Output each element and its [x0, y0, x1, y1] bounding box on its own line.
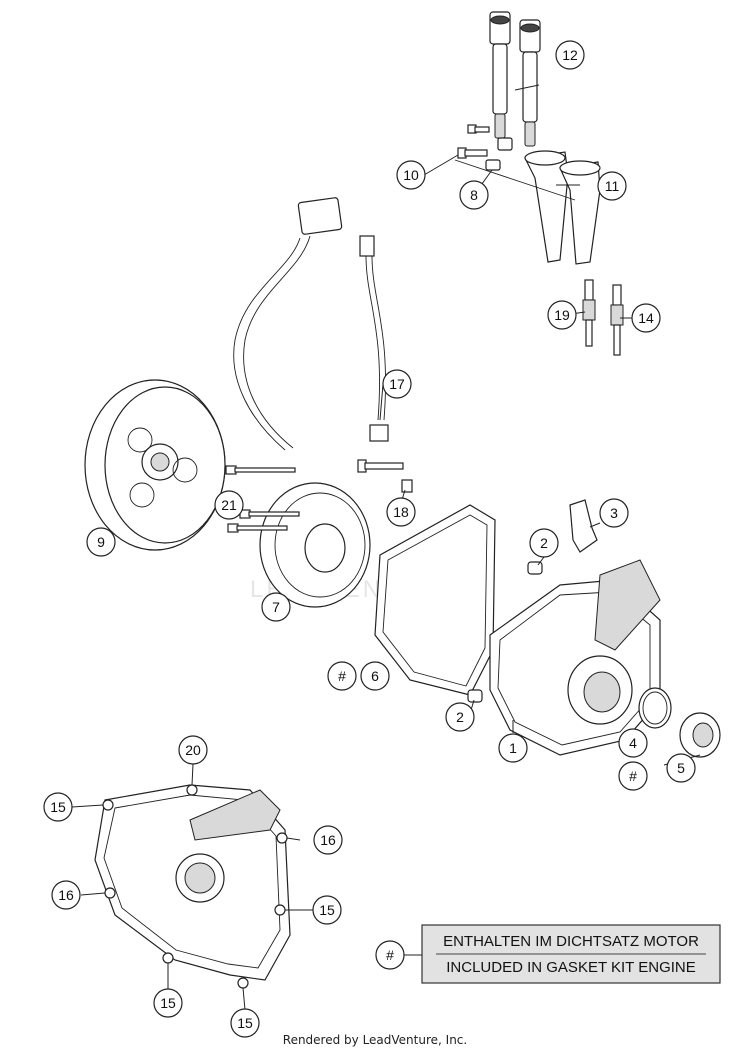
svg-text:19: 19: [554, 307, 570, 323]
render-credit: Rendered by LeadVenture, Inc.: [282, 1033, 468, 1047]
spark-plug-19-part: [582, 279, 596, 347]
gasket-kit-legend: # ENTHALTEN IM DICHTSATZ MOTOR INCLUDED …: [375, 924, 721, 984]
clip-3-part: [569, 499, 598, 553]
callout-16-left: 16: [51, 880, 81, 910]
bolt-10-part: [457, 124, 490, 159]
svg-text:5: 5: [677, 760, 685, 776]
callout-3: 3: [599, 498, 629, 528]
callout-18: 18: [386, 497, 416, 527]
gasket-part: [374, 504, 496, 696]
callout-16-upper-right: 16: [313, 825, 343, 855]
legend-line-english: INCLUDED IN GASKET KIT ENGINE: [446, 959, 696, 976]
stator-bolts-21-part: [225, 465, 300, 533]
svg-text:12: 12: [562, 47, 578, 63]
legend-symbol: #: [386, 947, 394, 963]
svg-text:15: 15: [319, 902, 335, 918]
callout-15-bottom-left: 15: [153, 988, 183, 1018]
callout-6: 6: [360, 661, 390, 691]
svg-text:16: 16: [58, 887, 74, 903]
callout-15-upper-left: 15: [43, 792, 73, 822]
spark-plug-connector-part: [454, 150, 601, 265]
svg-text:17: 17: [389, 376, 405, 392]
callout-15-right: 15: [312, 895, 342, 925]
callout-15-bottom-right: 15: [230, 1008, 260, 1038]
svg-text:16: 16: [320, 832, 336, 848]
svg-text:14: 14: [638, 310, 654, 326]
svg-text:8: 8: [470, 187, 478, 203]
flywheel-part: [84, 379, 226, 551]
callout-19: 19: [547, 300, 577, 330]
callout-4: 4: [618, 728, 648, 758]
svg-text:18: 18: [393, 504, 409, 520]
o-ring-part: [638, 687, 672, 729]
stator-part: [259, 482, 371, 608]
bolt-18-part: [357, 459, 413, 493]
svg-text:#: #: [629, 768, 637, 784]
svg-text:9: 9: [97, 534, 105, 550]
ignition-coil-part: [489, 11, 541, 147]
callout-20: 20: [178, 735, 208, 765]
dowel-pin-upper-part: [527, 561, 543, 575]
callout-10: 10: [396, 160, 426, 190]
svg-text:15: 15: [50, 799, 66, 815]
callout-17: 17: [382, 369, 412, 399]
callout-6-hash: #: [327, 661, 357, 691]
callout-1: 1: [498, 733, 528, 763]
svg-text:2: 2: [456, 709, 464, 725]
callout-2-lower: 2: [445, 702, 475, 732]
svg-text:3: 3: [610, 505, 618, 521]
spark-plug-14-part: [610, 284, 624, 356]
callout-21: 21: [214, 490, 244, 520]
svg-text:11: 11: [605, 178, 620, 194]
dowel-pin-lower-part: [467, 689, 483, 703]
clip-8-part: [485, 137, 513, 171]
svg-text:10: 10: [403, 167, 419, 183]
leader-lines: [71, 84, 701, 1011]
svg-text:#: #: [338, 668, 346, 684]
callout-5: 5: [666, 753, 696, 783]
svg-text:1: 1: [509, 740, 517, 756]
outer-ignition-cover-part: [94, 784, 291, 989]
stator-wiring-harness-part: [233, 197, 343, 451]
callout-11: 11: [597, 171, 627, 201]
plug-screw-part: [679, 712, 721, 758]
svg-text:4: 4: [629, 735, 637, 751]
legend-line-german: ENTHALTEN IM DICHTSATZ MOTOR: [443, 933, 699, 950]
svg-text:15: 15: [237, 1015, 253, 1031]
sensor-cable-17-part: [359, 235, 389, 442]
svg-text:21: 21: [221, 497, 237, 513]
callout-14: 14: [631, 303, 661, 333]
callout-9: 9: [86, 527, 116, 557]
svg-text:2: 2: [540, 535, 548, 551]
callout-12: 12: [555, 40, 585, 70]
callout-4-hash: #: [618, 761, 648, 791]
svg-text:15: 15: [160, 995, 176, 1011]
ignition-cover-part: [489, 559, 661, 756]
svg-text:7: 7: [272, 599, 280, 615]
svg-text:6: 6: [371, 668, 379, 684]
callout-2-upper: 2: [529, 528, 559, 558]
svg-text:20: 20: [185, 742, 201, 758]
callout-8: 8: [459, 180, 489, 210]
callout-7: 7: [261, 592, 291, 622]
